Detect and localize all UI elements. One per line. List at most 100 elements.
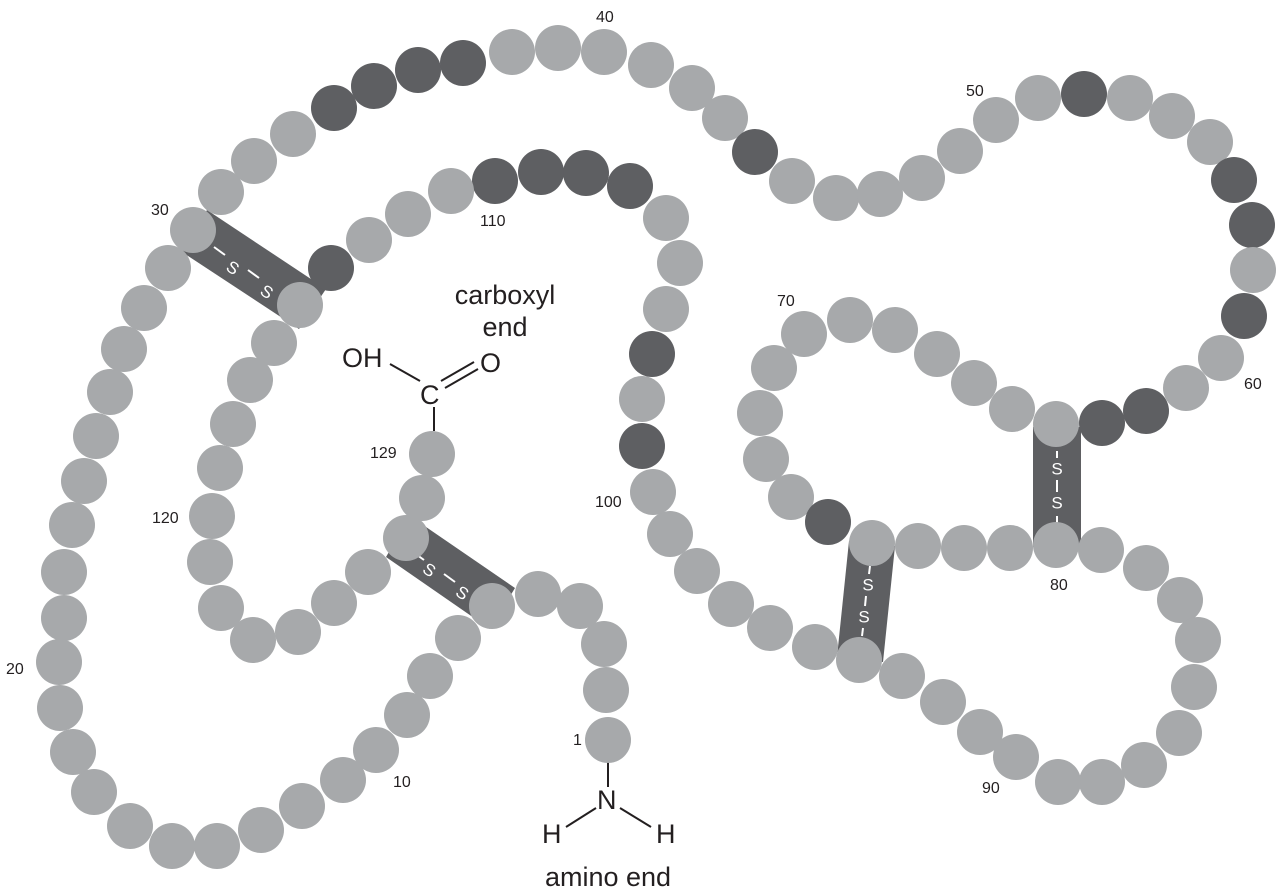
- amino-end-label: amino end: [545, 862, 671, 892]
- residue-101: [619, 423, 665, 469]
- residue-61: [1163, 365, 1209, 411]
- carboxyl-end-label-line2: end: [482, 312, 527, 342]
- disulfide-bridge-76-94: S S: [837, 541, 895, 662]
- carboxyl-oh: OH: [342, 343, 383, 373]
- residue-87: [1121, 742, 1167, 788]
- residue-83: [1157, 577, 1203, 623]
- residue-57: [1229, 202, 1275, 248]
- residue-76: [849, 520, 895, 566]
- residue-82: [1123, 545, 1169, 591]
- residue-100: [630, 469, 676, 515]
- residue-75: [805, 499, 851, 545]
- residue-3: [581, 621, 627, 667]
- residue-64: [1033, 401, 1079, 447]
- residue-35: [351, 63, 397, 109]
- amino-n: N: [597, 785, 617, 815]
- residue-105: [657, 240, 703, 286]
- residue-number-30: 30: [151, 202, 169, 219]
- residue-6: [469, 583, 515, 629]
- residue-11: [320, 757, 366, 803]
- disulfide-s: S: [862, 575, 873, 594]
- residue-9: [384, 692, 430, 738]
- residue-124: [275, 609, 321, 655]
- amino-h-right: H: [656, 819, 676, 849]
- residue-33: [270, 111, 316, 157]
- carboxyl-c: C: [420, 380, 440, 410]
- residue-109: [518, 149, 564, 195]
- residue-51: [1015, 75, 1061, 121]
- residue-121: [187, 539, 233, 585]
- residue-56: [1211, 157, 1257, 203]
- residue-13: [238, 807, 284, 853]
- residue-46: [813, 175, 859, 221]
- residue-53: [1107, 75, 1153, 121]
- residue-19: [37, 685, 83, 731]
- residue-20: [36, 639, 82, 685]
- residue-85: [1171, 664, 1217, 710]
- residue-88: [1079, 759, 1125, 805]
- residue-15: [149, 823, 195, 869]
- residue-125: [311, 580, 357, 626]
- residue-62: [1123, 388, 1169, 434]
- residue-1: [585, 717, 631, 763]
- residue-80: [1033, 522, 1079, 568]
- residue-128: [399, 475, 445, 521]
- residue-43: [702, 95, 748, 141]
- residue-110: [472, 158, 518, 204]
- residue-number-70: 70: [777, 293, 795, 310]
- residue-129: [409, 431, 455, 477]
- residue-number-80: 80: [1050, 577, 1068, 594]
- residue-108: [563, 150, 609, 196]
- residue-47: [857, 171, 903, 217]
- disulfide-s: S: [1051, 459, 1062, 478]
- residue-2: [583, 667, 629, 713]
- residue-120: [189, 493, 235, 539]
- residue-126: [345, 549, 391, 595]
- residue-39: [535, 25, 581, 71]
- residue-117: [227, 357, 273, 403]
- amino-h-left: H: [542, 819, 562, 849]
- residue-114: [308, 245, 354, 291]
- residue-41: [628, 42, 674, 88]
- residue-48: [899, 155, 945, 201]
- residue-78: [941, 525, 987, 571]
- residue-23: [49, 502, 95, 548]
- residue-38: [489, 29, 535, 75]
- residue-7: [435, 615, 481, 661]
- residue-65: [989, 386, 1035, 432]
- residue-104: [643, 286, 689, 332]
- residue-60: [1198, 335, 1244, 381]
- residue-127: [383, 515, 429, 561]
- residue-25: [73, 413, 119, 459]
- residue-63: [1079, 400, 1125, 446]
- residue-12: [279, 783, 325, 829]
- residue-115: [277, 282, 323, 328]
- residue-number-110: 110: [480, 213, 506, 230]
- residue-10: [353, 727, 399, 773]
- residue-17: [71, 769, 117, 815]
- residue-42: [669, 65, 715, 111]
- residue-45: [769, 158, 815, 204]
- residue-97: [708, 581, 754, 627]
- residue-102: [619, 376, 665, 422]
- residue-44: [732, 129, 778, 175]
- residue-99: [647, 511, 693, 557]
- residue-79: [987, 525, 1033, 571]
- carboxyl-o: O: [480, 348, 501, 378]
- residue-106: [643, 195, 689, 241]
- residue-89: [1035, 759, 1081, 805]
- residue-67: [914, 331, 960, 377]
- residue-92: [920, 679, 966, 725]
- residue-number-120: 120: [152, 510, 179, 527]
- residue-54: [1149, 93, 1195, 139]
- residue-74: [768, 474, 814, 520]
- residue-29: [145, 245, 191, 291]
- residue-70: [781, 311, 827, 357]
- residue-number-40: 40: [596, 9, 614, 26]
- residue-32: [231, 138, 277, 184]
- residue-number-100: 100: [595, 494, 622, 511]
- residue-122: [198, 585, 244, 631]
- residue-16: [107, 803, 153, 849]
- residue-34: [311, 85, 357, 131]
